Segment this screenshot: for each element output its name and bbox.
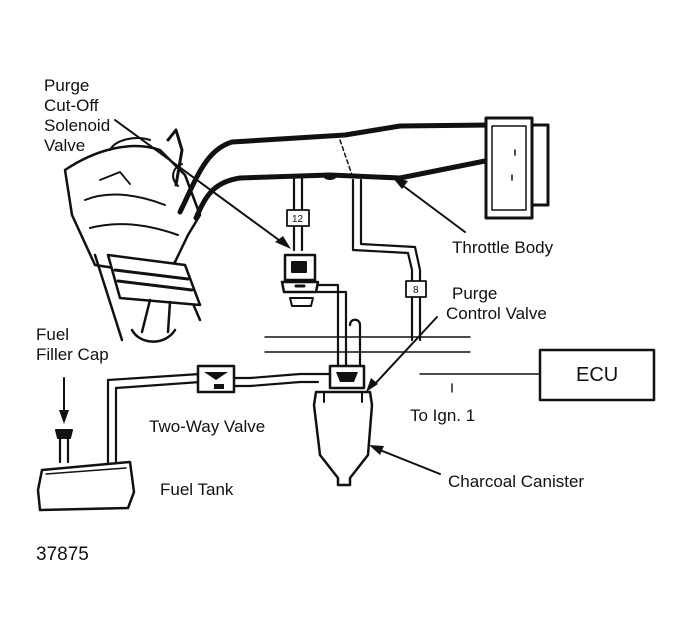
engine-block bbox=[63, 128, 202, 343]
purge-control-label: Purge Control Valve bbox=[446, 284, 547, 324]
figure-number: 37875 bbox=[36, 544, 89, 565]
purge-cutoff-label: Purge Cut-Off Solenoid Valve bbox=[44, 76, 110, 156]
to-ign-label: To Ign. 1 bbox=[410, 406, 476, 425]
label-line: Solenoid bbox=[44, 116, 111, 135]
fuel-tank-label: Fuel Tank bbox=[160, 480, 234, 499]
label-line: Purge bbox=[44, 76, 90, 95]
hose-12-tag: 12 bbox=[292, 214, 304, 225]
label-line: Cut-Off bbox=[44, 96, 99, 115]
fuel-filler-label: Fuel Filler Cap bbox=[36, 325, 109, 365]
label-line: Purge bbox=[452, 284, 498, 303]
two-way-valve-label: Two-Way Valve bbox=[149, 417, 266, 436]
leader-arrows bbox=[63, 119, 466, 475]
fuel-tank bbox=[36, 460, 136, 512]
purge-cutoff-solenoid bbox=[280, 253, 320, 307]
label-line: Control Valve bbox=[446, 304, 547, 323]
throttle-body-label: Throttle Body bbox=[452, 238, 554, 257]
label-line: Filler Cap bbox=[36, 345, 109, 364]
fuel-filler-cap bbox=[55, 429, 73, 439]
charcoal-canister-label: Charcoal Canister bbox=[448, 472, 585, 491]
fuel-lines bbox=[58, 372, 332, 467]
intake-manifold bbox=[172, 122, 493, 221]
hose-8-tag: 8 bbox=[413, 285, 419, 296]
ecu-label: ECU bbox=[576, 364, 619, 386]
label-line: Fuel bbox=[36, 325, 70, 344]
vacuum-hoses bbox=[292, 176, 422, 370]
throttle-body bbox=[484, 116, 550, 220]
charcoal-canister bbox=[312, 390, 374, 487]
purge-control-valve bbox=[328, 364, 366, 390]
two-way-valve-body bbox=[196, 364, 236, 394]
wiring-lines bbox=[264, 336, 541, 393]
label-line: Valve bbox=[44, 136, 86, 155]
ecu-box bbox=[538, 348, 656, 402]
